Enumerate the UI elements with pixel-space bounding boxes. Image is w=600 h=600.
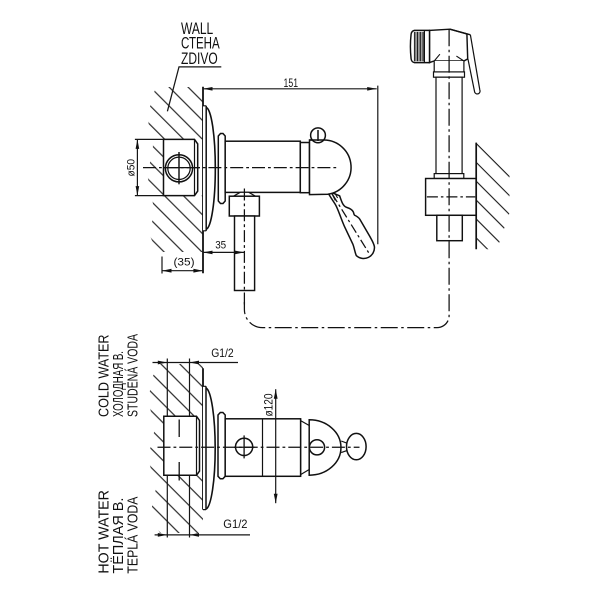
svg-text:(35): (35)	[174, 256, 195, 268]
svg-text:WALL: WALL	[181, 20, 213, 38]
svg-text:ZDIVO: ZDIVO	[181, 50, 218, 68]
svg-text:ТЁПЛАЯ В.: ТЁПЛАЯ В.	[110, 498, 127, 574]
svg-text:ø120: ø120	[264, 394, 276, 417]
svg-text:151: 151	[284, 78, 299, 90]
svg-text:35: 35	[215, 240, 226, 252]
svg-text:HOT WATER: HOT WATER	[95, 490, 112, 574]
svg-text:ø50: ø50	[125, 159, 137, 177]
svg-text:СТЕНА: СТЕНА	[181, 34, 220, 52]
svg-text:ХОЛОДНАЯ В.: ХОЛОДНАЯ В.	[110, 351, 127, 417]
svg-text:STUDENÁ VODA: STUDENÁ VODA	[124, 334, 141, 417]
svg-text:TEPLÁ VODA: TEPLÁ VODA	[124, 497, 141, 574]
svg-text:G1/2: G1/2	[211, 346, 234, 360]
svg-text:COLD WATER: COLD WATER	[95, 334, 112, 417]
svg-text:G1/2: G1/2	[223, 517, 248, 531]
